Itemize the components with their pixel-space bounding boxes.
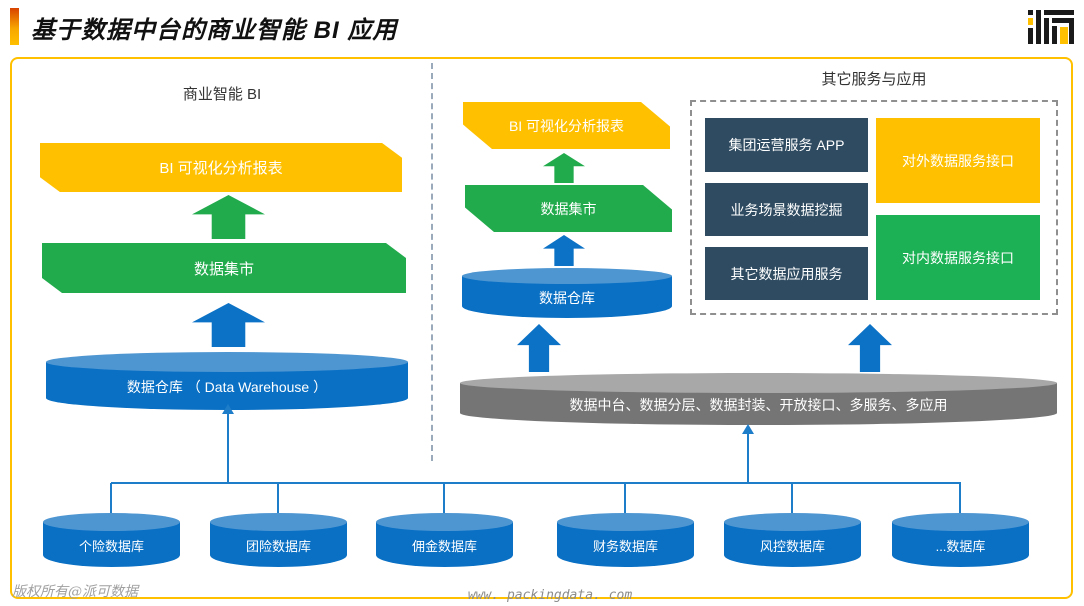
connector-bus-line (111, 482, 961, 484)
service-box-data-mining: 业务场景数据挖掘 (705, 183, 868, 236)
db-cylinder-more: ...数据库 (892, 513, 1029, 567)
warehouse-cylinder-left: 数据仓库 （ Data Warehouse ） (46, 352, 408, 410)
bi-report-banner-label: BI 可视化分析报表 (159, 160, 283, 177)
service-box-external-api-label: 对外数据服务接口 (902, 152, 1014, 169)
service-box-other-apps: 其它数据应用服务 (705, 247, 868, 300)
db-risk-label: 风控数据库 (759, 539, 825, 554)
website-text: www. packingdata. com (467, 588, 633, 603)
connector-platform-feed-line (747, 432, 749, 483)
bi-mart-banner: 数据集市 (42, 243, 406, 293)
services-section-label: 其它服务与应用 (821, 71, 927, 88)
mid-mart-banner: 数据集市 (465, 185, 672, 232)
bi-mart-banner-label: 数据集市 (193, 260, 254, 278)
db-commission-label: 佣金数据库 (411, 539, 477, 554)
title-accent-bar (10, 8, 19, 45)
section-divider (431, 63, 433, 461)
service-box-internal-api: 对内数据服务接口 (876, 215, 1040, 300)
service-box-external-api: 对外数据服务接口 (876, 118, 1040, 203)
db-cylinder-finance: 财务数据库 (557, 513, 694, 567)
db-finance-label: 财务数据库 (592, 539, 658, 554)
connector-drop-4 (624, 483, 626, 514)
service-box-data-mining-label: 业务场景数据挖掘 (730, 201, 843, 218)
db-personal-label: 个险数据库 (78, 539, 144, 554)
service-box-other-apps-label: 其它数据应用服务 (730, 265, 843, 282)
service-box-group-app-label: 集团运营服务 APP (728, 137, 845, 153)
connector-drop-2 (277, 483, 279, 514)
bi-section-label: 商业智能 BI (182, 86, 262, 103)
mid-mart-banner-label: 数据集市 (540, 200, 597, 217)
mid-report-banner-label: BI 可视化分析报表 (508, 117, 625, 134)
warehouse-cylinder-mid: 数据仓库 (462, 268, 672, 318)
service-box-group-app: 集团运营服务 APP (705, 118, 868, 172)
service-box-internal-api-label: 对内数据服务接口 (902, 249, 1014, 266)
warehouse-mid-label: 数据仓库 (539, 290, 595, 306)
db-cylinder-commission: 佣金数据库 (376, 513, 513, 567)
services-dashed-box (690, 100, 1058, 315)
connector-drop-3 (443, 483, 445, 514)
connector-warehouse-feed-line (227, 412, 229, 483)
page-title: 基于数据中台的商业智能 BI 应用 (31, 17, 398, 44)
connector-drop-1 (110, 483, 112, 514)
platform-cylinder-label: 数据中台、数据分层、数据封装、开放接口、多服务、多应用 (569, 397, 948, 413)
db-group-label: 团险数据库 (245, 539, 311, 554)
content-frame (10, 57, 1073, 599)
bi-report-banner: BI 可视化分析报表 (40, 143, 402, 192)
db-cylinder-risk: 风控数据库 (724, 513, 861, 567)
connector-drop-6 (959, 483, 961, 514)
db-more-label: ...数据库 (935, 539, 986, 554)
copyright-text: 版权所有@派可数据 (12, 584, 138, 600)
warehouse-left-label: 数据仓库 （ Data Warehouse ） (126, 379, 328, 395)
db-cylinder-personal: 个险数据库 (43, 513, 180, 567)
connector-platform-arrowhead (742, 424, 754, 434)
db-cylinder-group: 团险数据库 (210, 513, 347, 567)
mid-report-banner: BI 可视化分析报表 (463, 102, 670, 149)
brand-logo-icon (1028, 10, 1074, 44)
connector-drop-5 (791, 483, 793, 514)
platform-cylinder: 数据中台、数据分层、数据封装、开放接口、多服务、多应用 (460, 373, 1057, 425)
connector-warehouse-arrowhead (222, 404, 234, 414)
